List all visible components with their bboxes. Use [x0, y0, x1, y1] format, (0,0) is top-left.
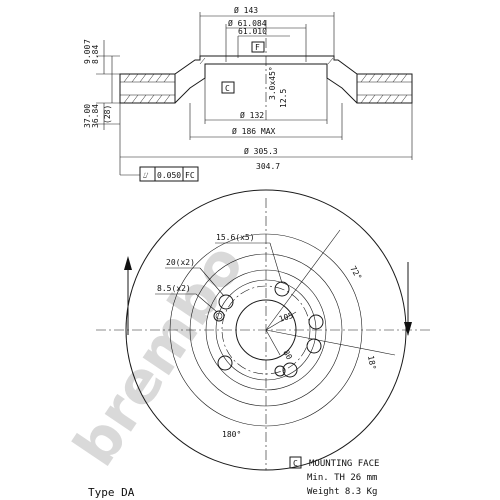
dim-h7: 7	[83, 39, 92, 44]
dim-h8-84: 8.84	[91, 45, 100, 64]
tolerance-value: 0.050	[157, 171, 181, 180]
dim-h37-00: 37.00	[83, 104, 92, 128]
dim-h36-84: 36.84	[91, 104, 100, 128]
tolerance-symbol: ⌰	[143, 171, 149, 180]
svg-text:brembo: brembo	[60, 231, 257, 477]
legend-flag: C	[293, 459, 298, 468]
label-angle-72: 72°	[348, 265, 363, 282]
dim-chamfer: 3.0x45°	[268, 66, 277, 100]
dim-h9-00: 9.00	[83, 45, 92, 64]
legend-min-th: Min. TH 26 mm	[307, 473, 377, 483]
dim-d143: Ø 143	[234, 5, 258, 15]
datum-flag-f: F	[255, 43, 260, 52]
dim-h28: (28)	[103, 105, 112, 124]
dim-depth: 12.5	[279, 89, 288, 108]
brembo-watermark: brembo	[60, 231, 257, 477]
datum-flag-c: C	[225, 84, 230, 93]
label-holes-large: 15.6(x5)	[216, 233, 255, 242]
dim-d61-084: Ø 61.084	[228, 18, 267, 28]
dim-d186-max: Ø 186 MAX	[232, 126, 276, 136]
tolerance-datum: FC	[185, 171, 195, 180]
label-angle-18: 18°	[366, 355, 377, 371]
legend-mounting-face: MOUNTING FACE	[309, 459, 379, 469]
dim-d132: Ø 132	[240, 110, 264, 120]
label-angle-180: 180°	[222, 430, 241, 439]
label-holes-small: 8.5(x2)	[157, 284, 191, 293]
dim-d304-7: 304.7	[256, 162, 280, 171]
dim-d305-3: Ø 305.3	[244, 146, 278, 156]
bolt-holes	[213, 281, 324, 378]
legend: C MOUNTING FACE Min. TH 26 mm Weight 8.3…	[289, 456, 379, 497]
label-holes-mid: 20(x2)	[166, 258, 195, 267]
legend-weight: Weight 8.3 Kg	[307, 487, 377, 497]
label-pcd: 105	[278, 311, 295, 324]
type-label: Type DA	[88, 486, 135, 499]
dim-d61-010: 61.010	[238, 27, 267, 36]
section-view: Ø 143 Ø 61.084 61.010 F 9.00 8.84 7 37.0…	[83, 5, 413, 182]
face-view: 15.6(x5) 20(x2) 8.5(x2) 105 80 72° 18° 1…	[96, 189, 430, 471]
label-center-bore: 80	[281, 349, 294, 362]
